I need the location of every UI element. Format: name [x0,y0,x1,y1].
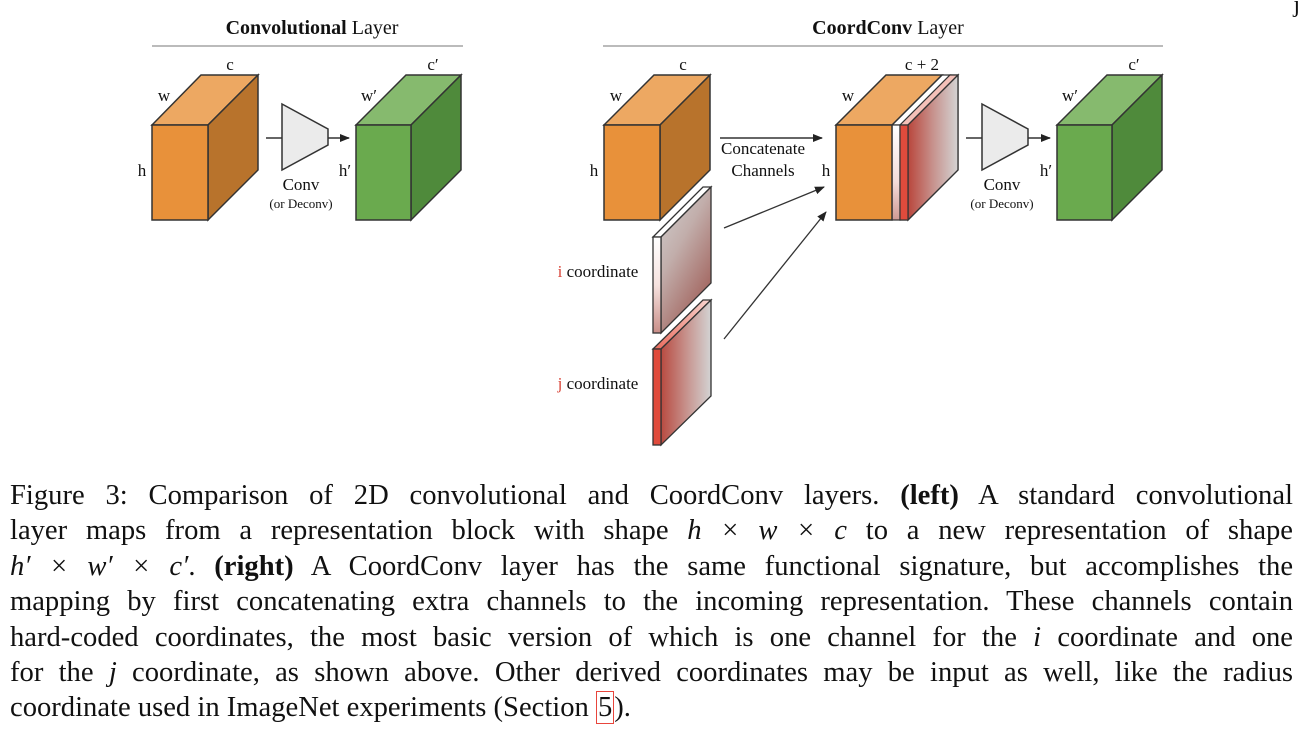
left-panel-title: Convolutional Layer [226,17,399,39]
i-channel-arrow [723,186,825,229]
label-c: c [226,55,234,74]
conv-label: Conv [984,175,1021,194]
concatenated-block [834,73,960,222]
caption-line: hard-coded coordinates, the most basic v… [10,621,1294,653]
right-panel-title: CoordConv Layer [812,17,964,39]
label-w: w [610,86,623,105]
input-block-orange [150,73,260,222]
figure-3-diagram: Convolutional Layer c w h Conv (or Decon… [138,0,1300,447]
channels-label: Channels [731,161,794,180]
math-shape-prime: h′ × w′ × c′ [10,550,189,582]
section-reference-link[interactable]: 5 [595,691,615,725]
label-c-prime: c′ [1128,55,1139,74]
figure-caption: Figure 3: Comparison of 2D convolutional… [10,478,1293,726]
caption-line: h′ × w′ × c′. (right) A CoordConv layer … [10,550,1294,582]
label-h: h [590,161,599,180]
i-coordinate-label: i coordinate [558,262,639,281]
concatenate-label: Concatenate [721,139,805,158]
coordconv-output-block-green [1055,73,1164,222]
math-shape-hwc: h × w × c [687,515,847,547]
caption-line: for the j coordinate, as shown above. Ot… [10,657,1293,689]
label-w-prime: w′ [1062,86,1078,105]
caption-line: layer maps from a representation block w… [10,515,1293,547]
label-c-prime: c′ [427,55,438,74]
conv-sublabel: (or Deconv) [269,196,332,211]
conv-label: Conv [283,175,320,194]
i-coordinate-channel [651,185,713,335]
math-i: i [1033,621,1042,653]
conv-trapezoid-icon [281,102,329,172]
output-block-green [354,73,463,222]
label-c-plus-2: c + 2 [905,55,939,74]
label-w-prime: w′ [361,86,377,105]
label-h-prime: h′ [339,161,351,180]
j-coordinate-label: j coordinate [557,374,639,393]
conv-trapezoid-icon [981,102,1029,172]
j-coordinate-channel [651,298,713,447]
j-channel-arrow [723,211,827,340]
label-h: h [138,161,147,180]
conv-sublabel: (or Deconv) [970,196,1033,211]
caption-line: mapping by first concatenating extra cha… [10,586,1293,618]
caption-line: coordinate used in ImageNet experiments … [10,691,631,725]
label-h-prime: h′ [1040,161,1052,180]
math-j: j [108,657,117,689]
right-panel-coordconv-layer: CoordConv Layer c w h i coordinate j coo… [557,17,1164,447]
coordconv-input-block-orange [602,73,712,222]
left-panel-convolutional-layer: Convolutional Layer c w h Conv (or Decon… [138,17,463,222]
label-c: c [679,55,687,74]
label-h: h [822,161,831,180]
label-w: w [158,86,171,105]
caption-line: Figure 3: Comparison of 2D convolutional… [10,480,1293,511]
page-corner-glyph: ȷ [1293,0,1300,18]
label-w: w [842,86,855,105]
